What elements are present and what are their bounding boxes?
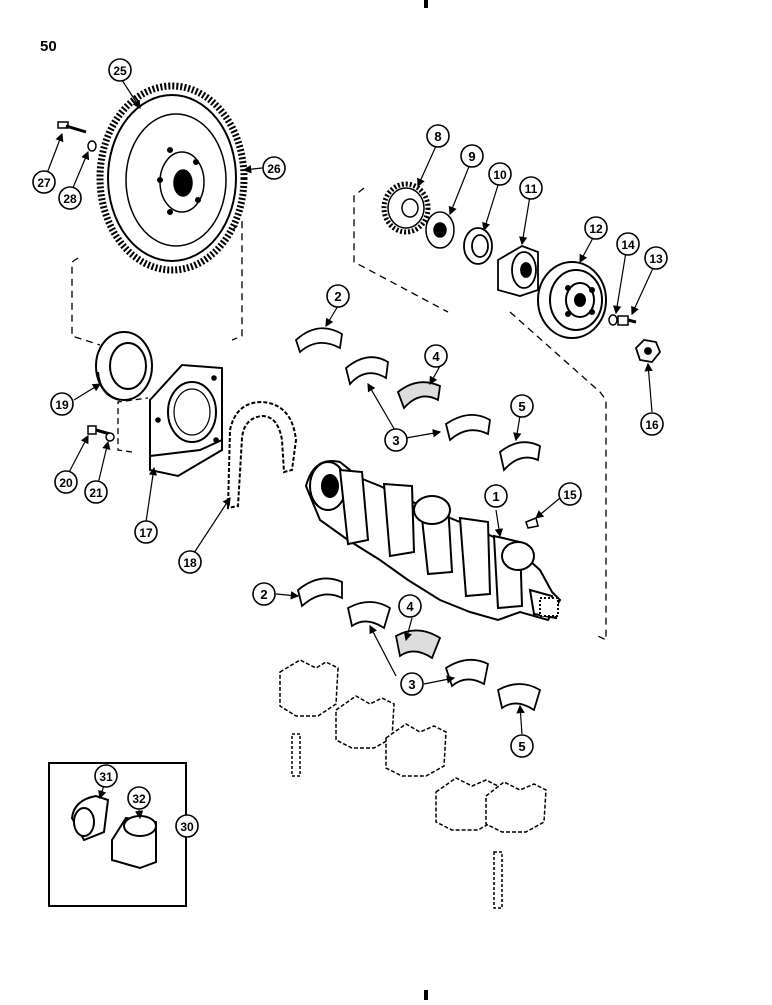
callout-32: 32 — [127, 786, 151, 810]
callout-30: 30 — [175, 814, 199, 838]
housing-washer — [105, 432, 115, 442]
svg-text:19: 19 — [55, 398, 69, 412]
svg-text:5: 5 — [518, 399, 525, 414]
svg-text:28: 28 — [63, 192, 77, 206]
callout-4-lower: 4 — [398, 594, 422, 618]
callout-25: 25 — [108, 58, 132, 82]
flywheel-group-outline — [71, 220, 243, 346]
callout-20: 20 — [54, 470, 78, 494]
callout-3-lower: 3 — [400, 672, 424, 696]
crankshaft-key — [525, 516, 539, 529]
svg-text:10: 10 — [493, 168, 507, 182]
svg-text:18: 18 — [183, 556, 197, 570]
svg-text:12: 12 — [589, 222, 603, 236]
svg-text:30: 30 — [180, 820, 194, 834]
pulley-washer — [608, 314, 618, 326]
callout-27: 27 — [32, 170, 56, 194]
callout-14: 14 — [616, 232, 640, 256]
svg-text:5: 5 — [518, 739, 525, 754]
callout-9: 9 — [460, 144, 484, 168]
callout-3-upper: 3 — [384, 428, 408, 452]
svg-text:26: 26 — [267, 162, 281, 176]
svg-text:2: 2 — [334, 289, 341, 304]
callout-11: 11 — [519, 176, 543, 200]
svg-text:4: 4 — [432, 349, 440, 364]
cap-bolt — [291, 733, 503, 909]
callout-21: 21 — [84, 480, 108, 504]
svg-text:13: 13 — [649, 252, 663, 266]
callout-15: 15 — [558, 482, 582, 506]
callout-19: 19 — [50, 392, 74, 416]
bushing — [70, 794, 110, 842]
pulley-nut — [634, 339, 662, 363]
svg-text:1: 1 — [492, 489, 499, 504]
seal-housing-outline — [117, 397, 149, 453]
svg-text:11: 11 — [525, 182, 538, 196]
svg-text:15: 15 — [563, 488, 577, 502]
callouts: 1 2 2 3 3 4 4 5 5 8 9 10 11 12 13 14 15 … — [32, 58, 668, 838]
callout-2-upper: 2 — [326, 284, 350, 308]
svg-text:4: 4 — [406, 599, 414, 614]
svg-text:32: 32 — [132, 792, 146, 806]
rear-seal — [95, 331, 153, 401]
svg-text:2: 2 — [260, 587, 267, 602]
callout-31: 31 — [94, 764, 118, 788]
bottom-crop-mark — [424, 990, 428, 1000]
svg-text:9: 9 — [468, 149, 475, 164]
pulley-bolt — [617, 315, 637, 326]
svg-text:31: 31 — [99, 770, 113, 784]
front-seal — [463, 227, 493, 265]
crankshaft — [304, 460, 562, 622]
svg-text:14: 14 — [621, 238, 635, 252]
seal-housing — [149, 363, 223, 478]
callout-18: 18 — [178, 550, 202, 574]
rear-gasket — [226, 400, 298, 510]
front-group-outline — [353, 187, 607, 642]
callout-8: 8 — [426, 124, 450, 148]
svg-text:25: 25 — [113, 64, 127, 78]
callout-12: 12 — [584, 216, 608, 240]
callout-4-upper: 4 — [424, 344, 448, 368]
oil-slinger — [425, 211, 455, 249]
callout-28: 28 — [58, 186, 82, 210]
svg-text:3: 3 — [392, 433, 399, 448]
pulley-hub — [497, 245, 539, 297]
callout-2-lower: 2 — [252, 582, 276, 606]
flywheel-bolt — [57, 121, 87, 134]
callout-5-upper: 5 — [510, 394, 534, 418]
svg-text:21: 21 — [89, 486, 103, 500]
housing-bolt — [87, 425, 111, 436]
lower-bearing-shells — [296, 577, 542, 712]
crankshaft-pulley — [537, 261, 607, 339]
svg-text:3: 3 — [408, 677, 415, 692]
flywheel-washer — [87, 140, 97, 152]
svg-text:27: 27 — [37, 176, 51, 190]
main-bearing-caps — [279, 659, 547, 833]
callout-13: 13 — [644, 246, 668, 270]
pilot-bearing — [111, 815, 157, 870]
svg-text:17: 17 — [139, 526, 153, 540]
callout-10: 10 — [488, 162, 512, 186]
leader-lines — [45, 79, 655, 820]
callout-5-lower: 5 — [510, 734, 534, 758]
upper-bearing-shells — [294, 327, 541, 472]
svg-text:16: 16 — [645, 418, 659, 432]
callout-17: 17 — [134, 520, 158, 544]
callout-16: 16 — [640, 412, 664, 436]
crankshaft-gear — [381, 181, 431, 235]
flywheel — [96, 82, 248, 274]
page-number: 50 — [40, 38, 57, 55]
svg-text:8: 8 — [434, 129, 441, 144]
callout-1: 1 — [484, 484, 508, 508]
top-crop-mark — [424, 0, 428, 8]
svg-text:20: 20 — [59, 476, 73, 490]
callout-26: 26 — [262, 156, 286, 180]
